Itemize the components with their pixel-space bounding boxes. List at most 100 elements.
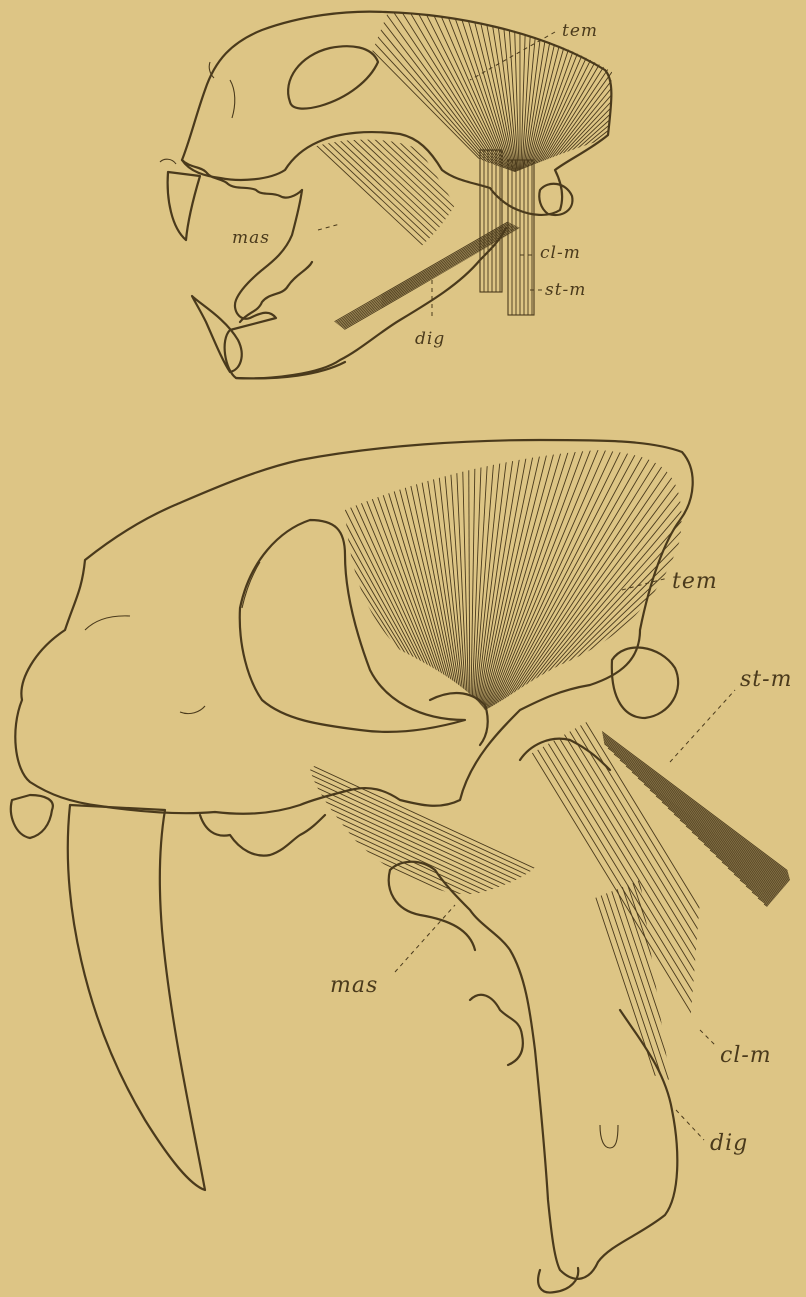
hatch-line <box>656 880 726 1090</box>
hatch-line <box>300 760 560 880</box>
lower-chin-tooth <box>538 1268 578 1293</box>
hatch-line <box>453 380 470 760</box>
hatch-line <box>520 140 773 200</box>
hatch-line <box>300 830 560 950</box>
hatch-line <box>329 407 470 760</box>
lower-label-mas: mas <box>330 973 378 998</box>
hatch-line <box>337 404 470 760</box>
hatch-line <box>421 383 470 760</box>
hatch-line <box>680 820 806 1000</box>
upper-label-tem: tem <box>562 21 598 41</box>
upper-skull-figure <box>160 0 775 378</box>
hatch-line <box>468 380 470 760</box>
hatch-line <box>470 476 722 760</box>
lower-skull-figure <box>11 380 806 1293</box>
hatch-line <box>470 381 500 760</box>
hatch-line <box>300 840 560 960</box>
hatch-line <box>470 422 644 760</box>
hatch-line <box>692 832 806 1012</box>
hatch-line <box>300 820 560 940</box>
hatch-line <box>304 127 464 277</box>
hatch-line <box>300 795 560 915</box>
hatch-line <box>632 880 702 1090</box>
hatch-line <box>300 940 560 1060</box>
hatch-line <box>320 229 520 344</box>
hatch-line <box>300 910 560 1030</box>
hatch-line <box>300 835 560 955</box>
lower-stm-leader <box>670 690 735 762</box>
hatch-line <box>312 121 472 271</box>
hatch-line <box>470 470 716 760</box>
hatch-line <box>320 221 520 336</box>
hatch-line <box>368 0 520 200</box>
hatch-line <box>293 424 470 760</box>
hatch-line <box>300 780 560 900</box>
upper-label-dig: dig <box>415 329 445 349</box>
hatch-line <box>470 403 600 760</box>
hatch-line <box>470 419 637 760</box>
upper-incisor <box>160 159 176 164</box>
upper-masseter-muscle <box>300 13 616 280</box>
hatch-line <box>470 434 665 760</box>
hatch-line <box>300 845 560 965</box>
hatch-line <box>596 880 666 1090</box>
hatch-line <box>500 700 720 1060</box>
hatch-line <box>740 880 806 1060</box>
hatch-line <box>470 534 775 760</box>
upper-lower-teeth <box>240 262 312 322</box>
hatch-line <box>626 880 696 1090</box>
hatch-line <box>320 115 480 265</box>
hatch-line <box>308 416 470 760</box>
hatch-line <box>674 642 806 1002</box>
upper-cleidomastoid-muscle <box>480 150 502 292</box>
hatch-line <box>602 880 672 1090</box>
hatch-line <box>614 880 684 1090</box>
lower-digastric-muscle <box>590 880 738 1090</box>
lower-label-cl-m: cl-m <box>720 1043 772 1068</box>
hatch-line <box>367 394 470 760</box>
upper-label-mas: mas <box>232 228 270 248</box>
hatch-line <box>300 825 560 945</box>
hatch-line <box>520 0 685 200</box>
upper-label-cl-m: cl-m <box>540 243 581 263</box>
hatch-line <box>308 124 468 274</box>
hatch-line <box>704 844 806 1024</box>
hatch-line <box>300 860 560 980</box>
hatch-line <box>520 80 751 200</box>
hatch-line <box>300 790 560 910</box>
lower-suture-mark <box>180 706 205 714</box>
hatch-line <box>315 413 470 760</box>
lower-nasal-mark <box>242 562 260 608</box>
hatch-line <box>470 388 547 760</box>
hatch-line <box>259 444 470 760</box>
hatch-line <box>349 4 520 200</box>
hatch-line <box>470 380 476 760</box>
hatch-line <box>352 399 470 760</box>
hatch-line <box>770 910 806 1090</box>
lower-lower-teeth <box>470 995 523 1065</box>
hatch-line <box>336 103 496 253</box>
hatch-line <box>337 15 520 200</box>
hatch-line <box>572 712 806 892</box>
hatch-line <box>470 460 704 760</box>
hatch-line <box>520 148 775 200</box>
hatch-line <box>470 386 539 760</box>
hatch-line <box>520 4 691 200</box>
hatch-line <box>524 692 744 1052</box>
lower-label-st-m: st-m <box>740 667 792 692</box>
hatch-line <box>300 805 560 925</box>
hatch-line <box>530 690 750 1050</box>
upper-auditory-bulla <box>539 184 572 215</box>
hatch-line <box>590 880 660 1090</box>
upper-mandible-lower-edge <box>236 362 345 378</box>
hatch-line <box>584 672 804 1032</box>
hatch-line <box>608 880 678 1090</box>
hatch-line <box>520 21 708 200</box>
upper-mas-leader <box>318 224 340 230</box>
lower-label-tem: tem <box>672 569 718 594</box>
hatch-line <box>520 0 678 200</box>
hatch-line <box>355 0 520 200</box>
hatch-line <box>554 682 774 1042</box>
